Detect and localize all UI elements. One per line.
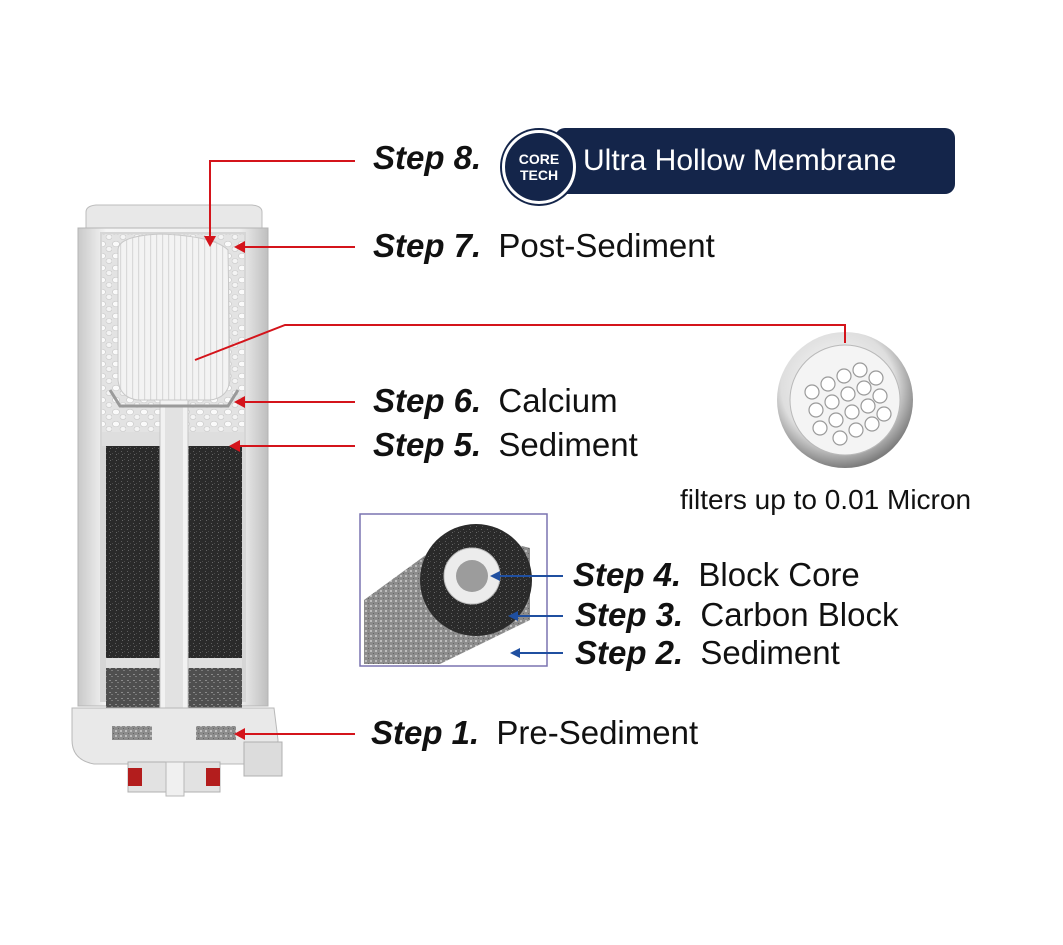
step-description: Post-Sediment xyxy=(498,227,715,264)
membrane-micron-note: filters up to 0.01 Micron xyxy=(680,484,972,515)
leader-lines xyxy=(194,160,846,740)
step-1-label: Step 1. Pre-Sediment xyxy=(371,713,698,753)
step-5-label: Step 5. Sediment xyxy=(373,425,638,465)
filter-cartridge xyxy=(71,204,283,797)
carbon-block-inset xyxy=(359,513,548,667)
core-tech-line-2: TECH xyxy=(519,167,559,183)
arrowhead-step-7 xyxy=(234,241,245,253)
core-tech-line-1: CORE xyxy=(518,151,560,167)
arrowhead-step-5 xyxy=(229,440,240,452)
step-number: Step 8. xyxy=(373,139,482,176)
step-number: Step 2. xyxy=(575,634,684,671)
arrowhead-step-2 xyxy=(510,648,520,658)
step-number: Step 7. xyxy=(373,227,482,264)
step-4-label: Step 4. Block Core xyxy=(573,555,860,595)
step-8-label: Step 8. xyxy=(373,138,489,178)
step-6-label: Step 6. Calcium xyxy=(373,381,618,421)
step-2-label: Step 2. Sediment xyxy=(575,633,840,673)
arrowhead-step-6 xyxy=(234,396,245,408)
step-number: Step 1. xyxy=(371,714,480,751)
arrowhead-step-4 xyxy=(490,571,500,581)
arrowhead-step-1 xyxy=(234,728,245,740)
core-tech-badge: CORE TECH xyxy=(502,130,576,204)
step-description: Sediment xyxy=(498,426,638,463)
step-description: Sediment xyxy=(700,634,840,671)
step-description: Carbon Block xyxy=(700,596,899,633)
ultra-hollow-membrane-badge: Ultra Hollow Membrane xyxy=(555,128,955,194)
step-description: Pre-Sediment xyxy=(496,714,699,751)
leader-membrane xyxy=(194,324,846,361)
step-number: Step 5. xyxy=(373,426,482,463)
step-7-label: Step 7. Post-Sediment xyxy=(373,226,715,266)
leader-step-8 xyxy=(209,160,355,244)
arrowhead-step-3 xyxy=(508,611,518,621)
step-number: Step 4. xyxy=(573,556,682,593)
step-number: Step 3. xyxy=(575,596,684,633)
step-3-label: Step 3. Carbon Block xyxy=(575,595,898,635)
arrowhead-step-8 xyxy=(204,236,216,247)
step-number: Step 6. xyxy=(373,382,482,419)
step-description: Calcium xyxy=(498,382,618,419)
step-description: Block Core xyxy=(698,556,860,593)
membrane-sphere-icon xyxy=(777,332,913,468)
